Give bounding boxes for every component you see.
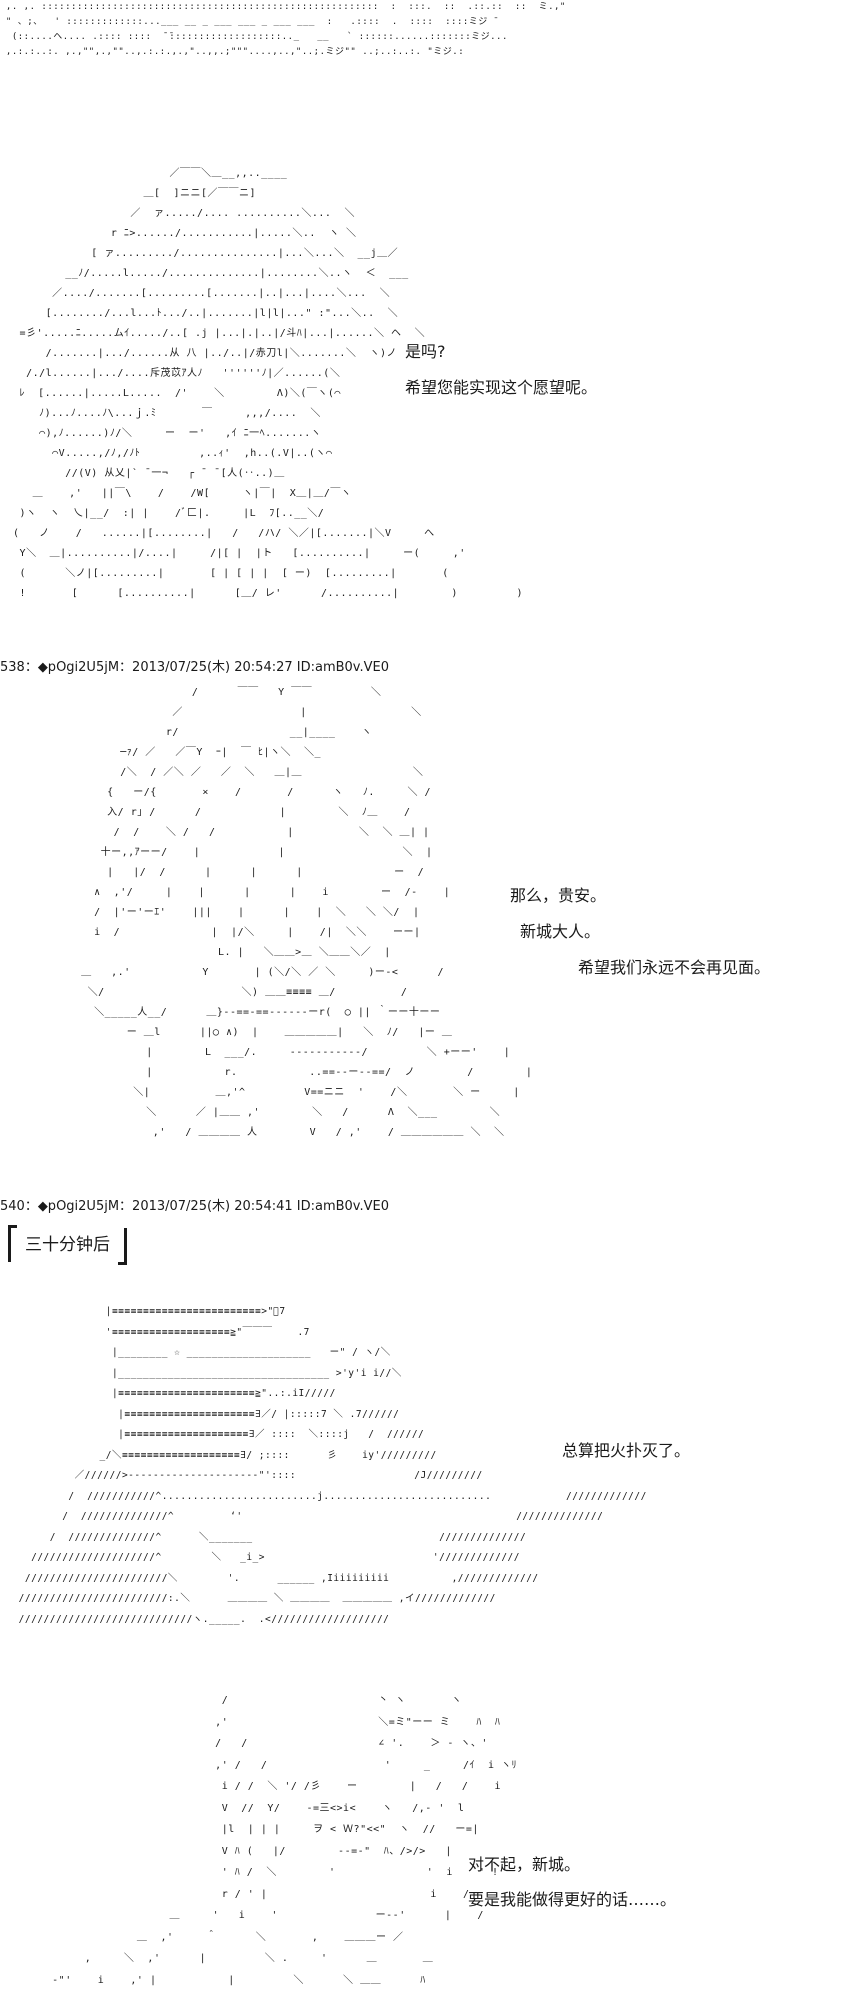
dialogue-line: 总算把火扑灭了。 — [562, 1441, 691, 1460]
ascii-art-panel-2: / ￣￣ Y ￣￣ ＼ ／ | ＼ r/ __|____ ヽ ─ｧ/ ／ ／￣Y… — [81, 687, 533, 1138]
dialogue-line: 希望我们永远不会再见面。 — [578, 958, 771, 977]
dialogue-line: 是吗? — [405, 342, 446, 361]
dialogue-line: 那么，贵安。 — [510, 886, 607, 905]
post-header: 540：◆pOgi2U5jM：2013/07/25(木) 20:54:41 ID… — [0, 1199, 390, 1214]
dialogue-line: 要是我能做得更好的话……。 — [468, 1890, 677, 1909]
ascii-art-panel-4: / 丶 ヽ ヽ ,' ＼=ミ"ーー ミ ﾊ ﾊ / / ∠ '. ＞ - ヽ、' — [52, 1695, 518, 1986]
dialogue-line: 新城大人。 — [520, 922, 601, 941]
ascii-art-panel-3: |≡≡≡≡≡≡≡≡≡≡≡≡≡≡≡≡≡≡≡≡≡≡≡≡>"ﾞ7 '≡≡≡≡≡≡≡≡≡… — [18, 1306, 647, 1625]
ascii-art-panel-1: ／￣￣＼＿__,,..____ ＿[ ]ニニ[／￣￣ニ] ／ ァ...../..… — [13, 168, 524, 599]
dialogue-line: 对不起，新城。 — [468, 1855, 581, 1874]
time-caption-box: 三十分钟后 — [8, 1225, 127, 1265]
dialogue-line: 希望您能实现这个愿望呢。 — [405, 378, 598, 397]
ascii-art-top-fragment: ,. ,. ::::::::::::::::::::::::::::::::::… — [5, 2, 566, 57]
post-header: 538：◆pOgi2U5jM：2013/07/25(木) 20:54:27 ID… — [0, 660, 390, 675]
time-caption: 三十分钟后 — [25, 1235, 110, 1255]
